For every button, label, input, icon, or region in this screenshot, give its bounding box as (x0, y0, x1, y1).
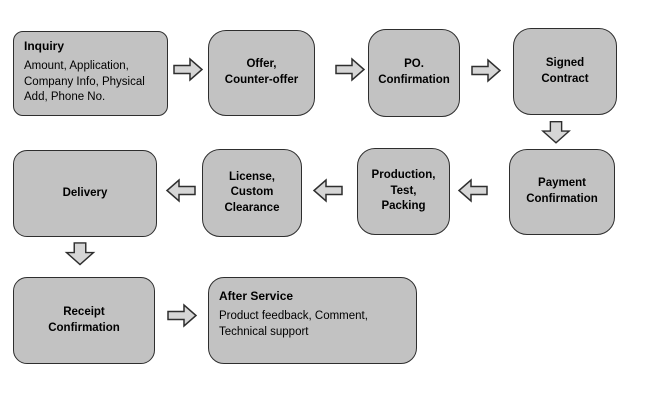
node-inquiry-body: Amount, Application, Company Info, Physi… (24, 60, 145, 104)
arrow-delivery-to-receipt (62, 242, 98, 266)
right-arrow-icon (471, 58, 502, 83)
node-after-service-title: After Service (219, 289, 294, 303)
node-after-service-body: Product feedback, Comment, Technical sup… (219, 310, 368, 338)
node-offer: Offer, Counter-offer (208, 30, 315, 116)
node-inquiry: Inquiry Amount, Application, Company Inf… (13, 31, 168, 116)
arrow-inquiry-to-offer (173, 56, 204, 83)
left-arrow-icon (165, 178, 196, 203)
right-arrow-icon (167, 303, 198, 328)
node-after-service: After Service Product feedback, Comment,… (208, 277, 417, 364)
arrow-receipt-to-after-service (167, 302, 198, 329)
down-arrow-icon (64, 242, 96, 266)
node-delivery: Delivery (13, 150, 157, 237)
arrow-production-to-license (312, 177, 343, 204)
node-receipt-confirmation: Receipt Confirmation (13, 277, 155, 364)
node-license-custom-clearance: License, Custom Clearance (202, 149, 302, 237)
down-arrow-icon (541, 121, 571, 144)
left-arrow-icon (457, 178, 488, 203)
arrow-offer-to-po (335, 56, 366, 83)
right-arrow-icon (173, 57, 204, 82)
node-signed-contract: Signed Contract (513, 28, 617, 115)
arrow-payment-to-production (457, 177, 488, 204)
right-arrow-icon (335, 57, 366, 82)
node-payment-confirmation: Payment Confirmation (509, 149, 615, 235)
arrow-license-to-delivery (165, 177, 196, 204)
node-inquiry-title: Inquiry (24, 39, 65, 53)
node-po-confirmation: PO. Confirmation (368, 29, 460, 117)
left-arrow-icon (312, 178, 343, 203)
arrow-po-to-signed (471, 57, 502, 84)
node-production-test-packing: Production, Test, Packing (357, 148, 450, 235)
arrow-signed-to-payment (541, 120, 571, 145)
